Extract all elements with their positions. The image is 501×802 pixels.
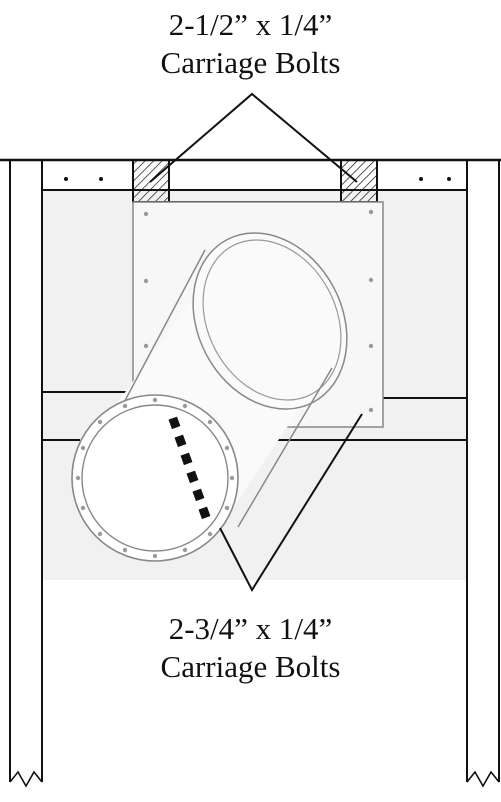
top-leader-lines [149, 92, 358, 183]
bottom-callout-size: 2-3/4” x 1/4” [168, 611, 333, 646]
top-callout-name: Carriage Bolts [160, 45, 341, 80]
beam-nail [447, 177, 451, 181]
beam-nail [99, 177, 103, 181]
top-bolt-callout: 2-1/2” x 1/4” Carriage Bolts [0, 6, 501, 82]
plate-bolt [143, 211, 149, 217]
plate-bolt [368, 277, 374, 283]
top-beam [0, 158, 501, 191]
flange [71, 394, 239, 562]
plate-bolt [143, 278, 149, 284]
plate-bolt [368, 343, 374, 349]
beam-nail [64, 177, 68, 181]
plate-bolt [368, 209, 374, 215]
plate-bolt [143, 343, 149, 349]
top-callout-size: 2-1/2” x 1/4” [168, 7, 333, 42]
bottom-callout-name: Carriage Bolts [160, 649, 341, 684]
left-post [9, 160, 43, 788]
beam-nail [419, 177, 423, 181]
cross-rail [42, 391, 467, 441]
flange-bolts [75, 397, 235, 559]
bottom-bolt-callout: 2-3/4” x 1/4” Carriage Bolts [0, 610, 501, 686]
right-post [466, 160, 500, 788]
bolt-line [168, 416, 211, 520]
plate-bolt [368, 407, 374, 413]
bottom-leader-lines [219, 413, 363, 593]
hatched-block-right [340, 159, 378, 203]
